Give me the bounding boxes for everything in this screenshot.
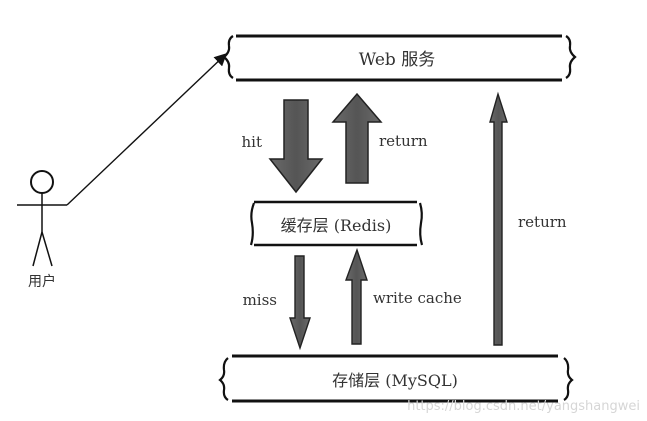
left-brace-icon — [249, 202, 256, 246]
web-service-box: Web 服务 — [222, 34, 577, 82]
cache-layer-box: 缓存层 (Redis) — [249, 200, 424, 247]
user-actor: 用户 — [17, 170, 67, 290]
actor-label: 用户 — [28, 273, 56, 290]
actor-head-icon — [30, 170, 54, 194]
return-cache-label: return — [379, 132, 428, 150]
storage-layer-label: 存储层 (MySQL) — [332, 371, 458, 390]
cache-layer-label: 缓存层 (Redis) — [281, 216, 392, 235]
miss-arrow-icon — [289, 255, 311, 351]
write-cache-label: write cache — [373, 289, 462, 307]
return-storage-label: return — [518, 213, 567, 231]
right-brace-icon — [563, 357, 574, 401]
return-storage-arrow-icon — [489, 91, 508, 346]
write-cache-arrow-icon — [344, 247, 368, 345]
left-brace-icon — [218, 357, 229, 401]
left-brace-icon — [222, 35, 234, 79]
hit-label: hit — [242, 133, 263, 151]
right-brace-icon — [418, 202, 424, 246]
return-cache-arrow-icon — [331, 92, 383, 184]
storage-layer-box: 存储层 (MySQL) — [218, 354, 574, 403]
watermark: https://blog.csdn.net/yangshangwei — [407, 399, 640, 414]
right-brace-icon — [565, 35, 577, 79]
web-service-label: Web 服务 — [359, 50, 435, 70]
user-request-arrow-icon — [66, 53, 227, 206]
miss-label: miss — [243, 291, 277, 309]
hit-arrow-icon — [268, 99, 324, 194]
